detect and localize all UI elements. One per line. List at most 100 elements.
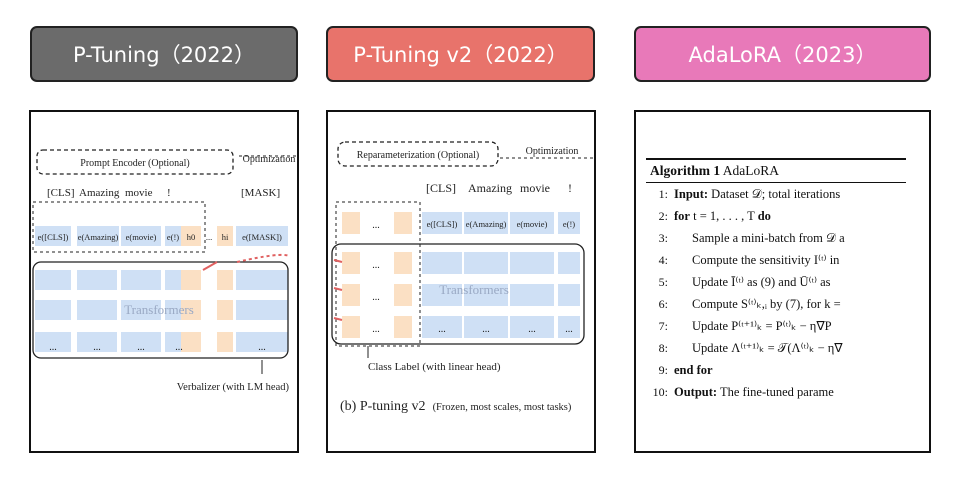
- line-content: for t = 1, . . . , T do: [674, 209, 771, 224]
- dots-row: ...: [137, 342, 145, 353]
- token-exclaim: !: [167, 187, 171, 199]
- token-movie: movie: [125, 187, 153, 199]
- p-tuning-v2-diagram: Reparameterization (Optional) Optimizati…: [331, 141, 594, 414]
- header-label: P-Tuning v2（2022）: [353, 43, 568, 67]
- algorithm-line: 6: Compute S⁽ᵗ⁾ₖ,ᵢ by (7), for k =: [646, 293, 906, 315]
- reparameterization-label: Reparameterization (Optional): [357, 150, 479, 161]
- transformers-label: Transformers: [439, 282, 509, 297]
- algorithm-title: Algorithm 1 AdaLoRA: [646, 158, 906, 183]
- line-content: Update Λ⁽ᵗ⁺¹⁾ₖ = 𝒯(Λ⁽ᵗ⁾ₖ − η∇: [674, 340, 843, 356]
- caption-sub: (Frozen, most scales, most tasks): [433, 402, 572, 413]
- header-label: P-Tuning（2022）: [72, 43, 256, 67]
- adalora-algorithm-panel: Algorithm 1 AdaLoRA 1: Input: Dataset 𝒟; …: [634, 110, 931, 453]
- embed-h0: h0: [187, 232, 196, 242]
- algorithm-lines: 1: Input: Dataset 𝒟; total iterations 2: fo…: [646, 183, 906, 403]
- caption: (b) P-tuning v2 (Frozen, most scales, mo…: [340, 397, 572, 414]
- dots-row: ...: [49, 342, 57, 353]
- dots-prefix: ...: [372, 260, 380, 271]
- header-p-tuning-v2: P-Tuning v2（2022）: [326, 26, 595, 82]
- line-content: Update P⁽ᵗ⁺¹⁾ₖ = P⁽ᵗ⁾ₖ − η∇P: [674, 318, 832, 334]
- dots-prefix: ...: [372, 292, 380, 303]
- line-keyword: Input:: [674, 186, 709, 201]
- line-text: The fine-tuned parame: [719, 384, 834, 399]
- line-text: Compute S⁽ᵗ⁾ₖ,ᵢ by (7), for k =: [692, 297, 841, 311]
- token-cls: [CLS]: [47, 187, 75, 199]
- line-number: 2:: [658, 208, 668, 223]
- embed-amazing: e(Amazing): [466, 219, 507, 229]
- verbalizer-label: Verbalizer (with LM head): [177, 382, 290, 393]
- embed-movie: e(movie): [126, 232, 157, 242]
- algorithm-line: 10: Output: The fine-tuned parame: [646, 381, 906, 403]
- line-number: 9:: [658, 362, 668, 377]
- algorithm-title-bold: Algorithm 1: [650, 163, 721, 178]
- line-keyword: for: [674, 208, 690, 223]
- algorithm-title-text: AdaLoRA: [722, 163, 780, 178]
- optimization-label: Optimization: [526, 146, 579, 157]
- p-tuning-diagram-panel: Prompt Encoder (Optional) Optimization […: [29, 110, 299, 453]
- line-number: 10:: [652, 384, 668, 399]
- embed-exclaim: e(!): [167, 232, 179, 242]
- line-text: Sample a mini-batch from 𝒟 a: [692, 230, 845, 245]
- dots-prefix: ...: [372, 220, 380, 231]
- dots-prefix: ...: [372, 324, 380, 335]
- line-text: Dataset 𝒟; total iterations: [711, 186, 841, 201]
- embed-exclaim: e(!): [563, 219, 575, 229]
- dots-row: ...: [528, 324, 536, 335]
- line-text: Update Ī⁽ᵗ⁾ as (9) and Ū⁽ᵗ⁾ as: [692, 275, 831, 289]
- embed-dots: ...: [206, 232, 212, 242]
- algorithm-line: 5: Update Ī⁽ᵗ⁾ as (9) and Ū⁽ᵗ⁾ as: [646, 271, 906, 293]
- line-content: Compute the sensitivity I⁽ᵗ⁾ in: [674, 252, 839, 268]
- line-number: 5:: [658, 274, 668, 289]
- dots-row: ...: [438, 324, 446, 335]
- p-tuning-v2-diagram-panel: Reparameterization (Optional) Optimizati…: [326, 110, 596, 453]
- algorithm-line: 1: Input: Dataset 𝒟; total iterations: [646, 183, 906, 205]
- line-number: 1:: [658, 186, 668, 201]
- line-content: Input: Dataset 𝒟; total iterations: [674, 187, 840, 202]
- line-text: t = 1, . . . , T: [693, 208, 755, 223]
- algorithm-line: 3: Sample a mini-batch from 𝒟 a: [646, 227, 906, 249]
- line-content: Compute S⁽ᵗ⁾ₖ,ᵢ by (7), for k =: [674, 296, 841, 312]
- token-mask: [MASK]: [241, 187, 280, 199]
- token-exclaim: !: [568, 181, 572, 195]
- dots-row: ...: [565, 324, 573, 335]
- dots-row: ...: [482, 324, 490, 335]
- token-amazing: Amazing: [79, 187, 120, 199]
- dots-row: ...: [175, 342, 183, 353]
- embed-movie: e(movie): [517, 219, 548, 229]
- token-cls: [CLS]: [426, 181, 456, 195]
- line-keyword: do: [757, 208, 771, 223]
- embed-cls: e([CLS]): [427, 219, 458, 229]
- transformers-label: Transformers: [124, 302, 194, 317]
- algorithm-line: 7: Update P⁽ᵗ⁺¹⁾ₖ = P⁽ᵗ⁾ₖ − η∇P: [646, 315, 906, 337]
- dots-row: ...: [258, 342, 266, 353]
- algorithm-block: Algorithm 1 AdaLoRA 1: Input: Dataset 𝒟; …: [646, 158, 906, 403]
- line-number: 6:: [658, 296, 668, 311]
- embed-hi: hi: [222, 232, 229, 242]
- line-keyword: Output:: [674, 384, 718, 399]
- p-tuning-diagram: Prompt Encoder (Optional) Optimization […: [32, 149, 297, 393]
- token-amazing: Amazing: [468, 181, 512, 195]
- line-text: Update Λ⁽ᵗ⁺¹⁾ₖ = 𝒯(Λ⁽ᵗ⁾ₖ − η∇: [692, 341, 843, 355]
- line-content: Update Ī⁽ᵗ⁾ as (9) and Ū⁽ᵗ⁾ as: [674, 274, 831, 290]
- line-number: 3:: [658, 230, 668, 245]
- optimization-label: Optimization: [243, 154, 296, 165]
- line-number: 8:: [658, 340, 668, 355]
- header-adalora: AdaLoRA（2023）: [634, 26, 931, 82]
- line-keyword: end for: [674, 362, 713, 377]
- algorithm-line: 4: Compute the sensitivity I⁽ᵗ⁾ in: [646, 249, 906, 271]
- header-p-tuning: P-Tuning（2022）: [30, 26, 298, 82]
- class-label: Class Label (with linear head): [368, 361, 501, 373]
- line-text: Compute the sensitivity I⁽ᵗ⁾ in: [692, 253, 840, 267]
- embed-cls: e([CLS]): [38, 232, 69, 242]
- line-content: end for: [674, 363, 713, 378]
- algorithm-line: 9: end for: [646, 359, 906, 381]
- line-content: Output: The fine-tuned parame: [674, 385, 834, 400]
- line-number: 7:: [658, 318, 668, 333]
- embed-amazing: e(Amazing): [78, 232, 119, 242]
- line-number: 4:: [658, 252, 668, 267]
- prompt-encoder-label: Prompt Encoder (Optional): [80, 158, 189, 169]
- header-label: AdaLoRA（2023）: [688, 43, 877, 67]
- line-content: Sample a mini-batch from 𝒟 a: [674, 231, 845, 246]
- line-text: Update P⁽ᵗ⁺¹⁾ₖ = P⁽ᵗ⁾ₖ − η∇P: [692, 319, 832, 333]
- token-movie: movie: [520, 181, 550, 195]
